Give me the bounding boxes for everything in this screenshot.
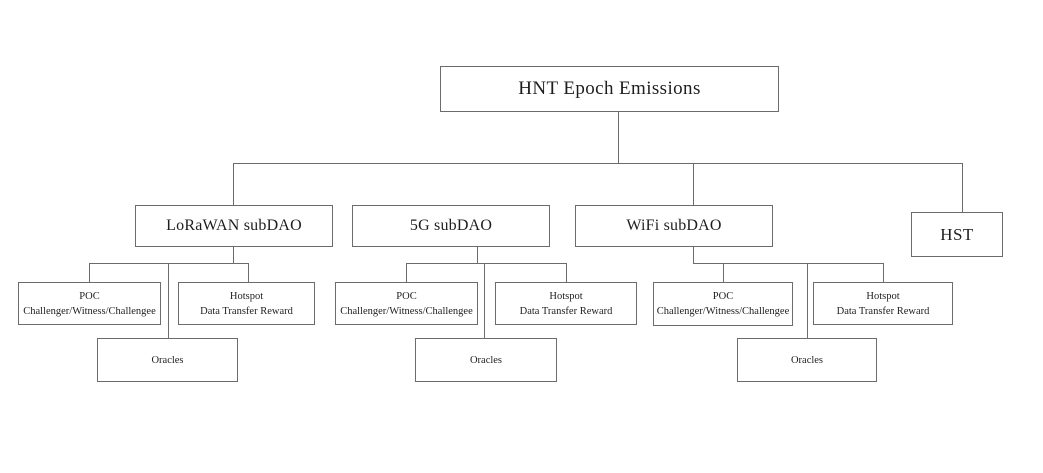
node-label-line1: POC [712,291,734,302]
node-label: LoRaWAN subDAO [166,217,302,234]
node-wifi-hotspot-reward: Hotspot Data Transfer Reward [813,282,953,325]
node-wifi-oracles: Oracles [737,338,877,382]
node-label-line2: Data Transfer Reward [200,305,293,317]
node-label-line2: Challenger/Witness/Challengee [23,305,156,317]
connector-wifi-drop [693,247,694,264]
node-label: 5G subDAO [409,217,493,234]
node-label-line1: POC [396,290,417,302]
connector-lorawan-to-hotspot [248,263,249,283]
connector-5g-to-hotspot [566,263,567,283]
connector-bar-to-lorawan [233,163,234,205]
node-5g-hotspot-reward: Hotspot Data Transfer Reward [495,282,637,325]
connector-wifi-to-hotspot [883,263,884,283]
node-label: Oracles [790,354,824,366]
node-label-line2: Challenger/Witness/Challengee [340,305,473,317]
node-5g-oracles: Oracles [415,338,557,382]
node-5g-poc: POC Challenger/Witness/Challengee [335,282,478,325]
node-label-line1: Hotspot [866,290,900,302]
connector-wifi-to-oracles [807,263,808,339]
node-label: WiFi subDAO [626,217,722,234]
node-label-line2: Data Transfer Reward [836,305,930,317]
node-lorawan-poc: POC Challenger/Witness/Challengee [18,282,161,325]
node-label: HNT Epoch Emissions [518,78,701,99]
connector-bar-to-hst [962,163,963,213]
node-label-line1: Hotspot [549,290,583,302]
node-hnt-epoch-emissions: HNT Epoch Emissions [440,66,779,112]
connector-lorawan-to-oracles [168,263,169,339]
node-lorawan-hotspot-reward: Hotspot Data Transfer Reward [178,282,315,325]
connector-root-drop [618,112,619,164]
connector-wifi-bar [693,263,884,264]
node-label-line1: POC [79,290,100,302]
connector-bar-to-wifi [693,163,694,205]
node-wifi-subdao: WiFi subDAO [575,205,773,247]
connector-lorawan-to-poc [89,263,90,283]
node-hst: HST [911,212,1003,257]
node-label-line2: Data Transfer Reward [519,305,613,317]
connector-5g-to-oracles [484,263,485,339]
connector-lorawan-bar [89,263,249,264]
connector-main-bar [233,163,963,164]
node-label: HST [940,224,974,244]
node-label: Oracles [469,354,503,366]
node-wifi-poc: POC Challenger/Witness/Challengee [653,282,793,326]
node-label-line1: Hotspot [229,290,264,302]
connector-wifi-to-poc [723,263,724,283]
connector-5g-to-poc [406,263,407,283]
node-5g-subdao: 5G subDAO [352,205,550,247]
node-label-line2: Challenger/Witness/Challengee [656,306,790,317]
connector-lorawan-drop [233,247,234,264]
connector-5g-bar [406,263,567,264]
node-lorawan-subdao: LoRaWAN subDAO [135,205,333,247]
connector-5g-drop [477,247,478,264]
node-label: Oracles [151,354,184,366]
node-lorawan-oracles: Oracles [97,338,238,382]
